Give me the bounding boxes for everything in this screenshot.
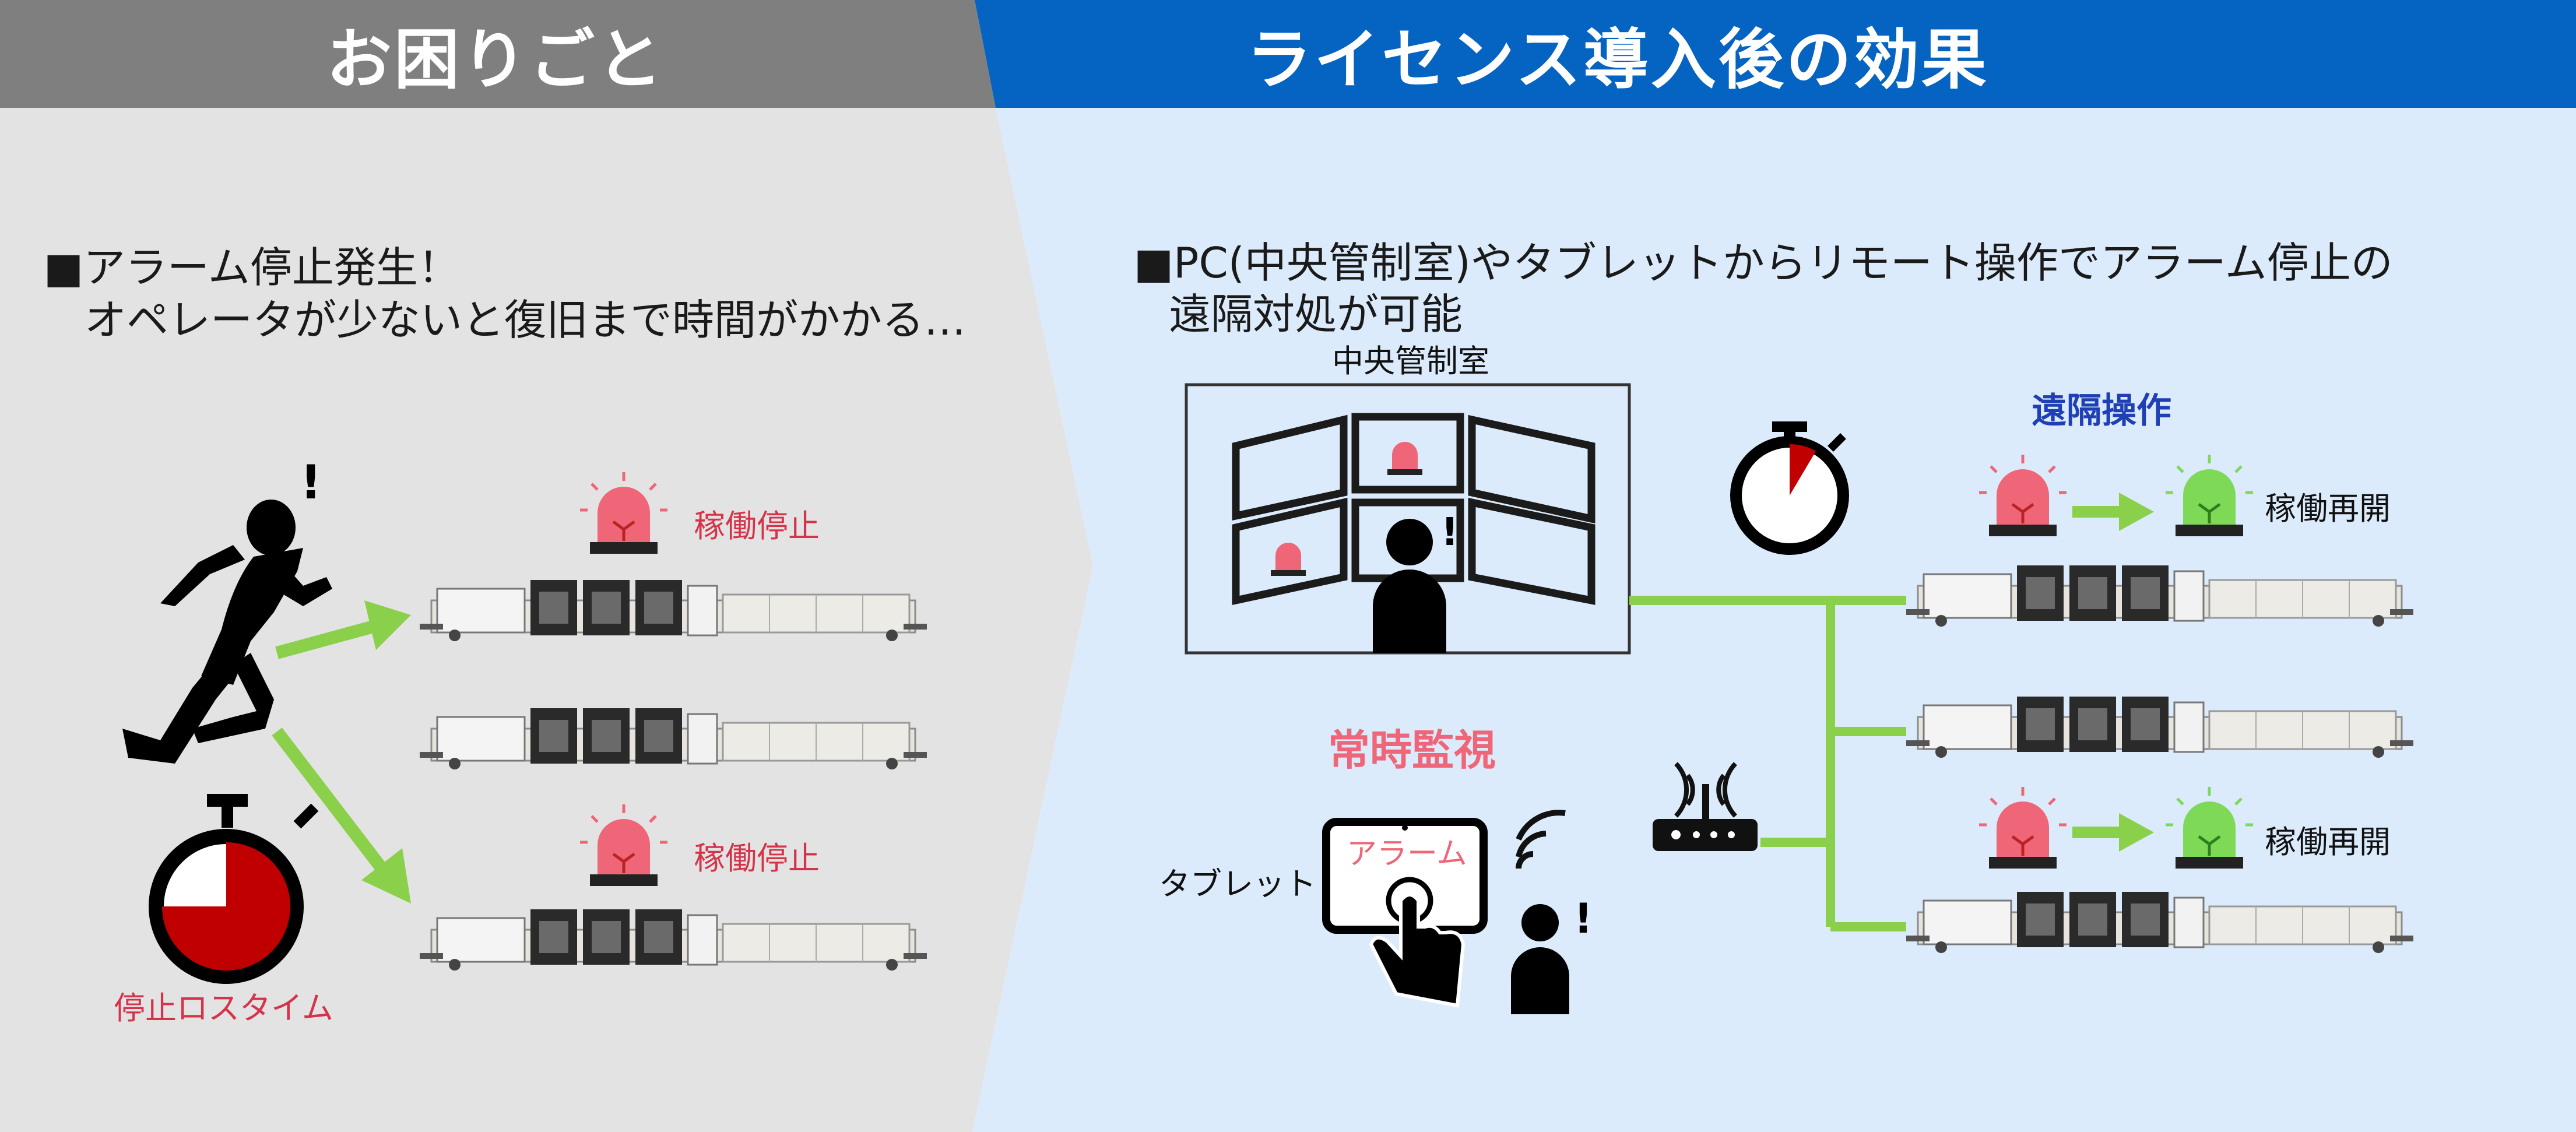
right-lead-subtext: 遠隔対処が可能 xyxy=(1169,290,1463,339)
control-room-label: 中央管制室 xyxy=(1332,343,1489,379)
right-lead-text: ■PC(中央管制室)やタブレットからリモート操作でアラーム停止の xyxy=(1134,238,2393,287)
right-header-title: ライセンス導入後の効果 xyxy=(1246,22,1989,98)
left-lead-subtext: オペレータが少ないと復旧まで時間がかかる… xyxy=(85,296,967,344)
remote-operation-label: 遠隔操作 xyxy=(2032,391,2171,431)
constant-monitoring-label: 常時監視 xyxy=(1328,726,1496,775)
left-header-title: お困りごと xyxy=(326,22,665,98)
alarm-stop-label: 稼働停止 xyxy=(694,508,820,544)
tablet-screen-alarm-text: アラーム xyxy=(1347,836,1467,871)
wireless-signal-icon xyxy=(1516,810,1566,869)
arrow-to-lower-line xyxy=(272,727,411,904)
left-lead-text: ■アラーム停止発生！ xyxy=(44,243,460,292)
resume-arrow xyxy=(2072,493,2154,531)
resume-arrow xyxy=(2072,813,2154,852)
tablet-label: タブレット xyxy=(1159,866,1316,902)
left-header-bg xyxy=(0,0,996,108)
network-lines xyxy=(1629,596,1906,931)
operator-exclaim: ! xyxy=(1441,509,1459,554)
operator-person-icon xyxy=(1373,519,1446,653)
arrow-to-upper-line xyxy=(275,600,411,659)
stopwatch-icon xyxy=(1730,421,1849,555)
running-person-icon xyxy=(122,500,332,764)
wifi-router-icon xyxy=(1653,762,1758,851)
tap-hand-icon xyxy=(1369,877,1466,1008)
user-person-icon xyxy=(1511,904,1569,1014)
user-exclaim: ! xyxy=(1574,895,1593,943)
loss-time-label: 停止ロスタイム xyxy=(114,990,333,1026)
operator-exclaim: ! xyxy=(300,455,321,509)
alarm-stop-label: 稼働停止 xyxy=(694,840,820,877)
right-header-bg xyxy=(975,0,2576,108)
monitor-wall xyxy=(1232,413,1595,606)
resume-label: 稼働再開 xyxy=(2265,490,2391,527)
resume-label: 稼働再開 xyxy=(2265,824,2391,860)
stopwatch-icon xyxy=(149,794,319,984)
